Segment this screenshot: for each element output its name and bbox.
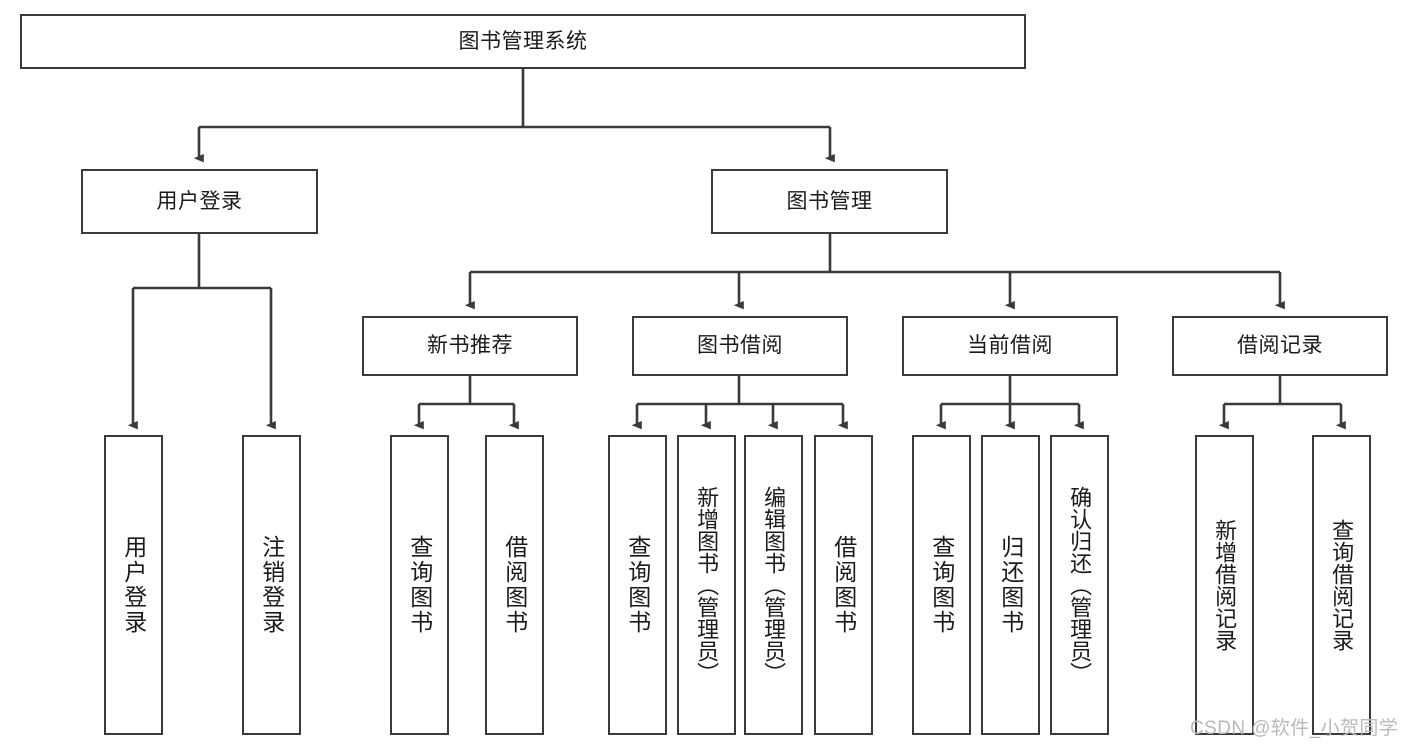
node-leaf-query-record[interactable]: 查询借阅记录 xyxy=(1312,435,1371,735)
node-book-manage[interactable]: 图书管理 xyxy=(711,169,948,234)
node-current-borrow-label: 当前借阅 xyxy=(967,334,1053,358)
watermark-csdn: CSDN @软件_小贺同学 xyxy=(1190,718,1399,739)
node-leaf-query-book-a-label: 查询图书 xyxy=(406,535,433,635)
node-book-manage-label: 图书管理 xyxy=(786,189,873,213)
node-leaf-borrow-book-b[interactable]: 借阅图书 xyxy=(814,435,873,735)
node-leaf-add-book[interactable]: 新增图书（管理员） xyxy=(677,435,736,735)
node-leaf-query-book-a[interactable]: 查询图书 xyxy=(390,435,449,735)
node-new-book-recommend[interactable]: 新书推荐 xyxy=(362,316,578,376)
node-current-borrow[interactable]: 当前借阅 xyxy=(902,316,1118,376)
node-leaf-edit-book-label: 编辑图书（管理员） xyxy=(761,486,787,684)
node-leaf-add-record[interactable]: 新增借阅记录 xyxy=(1195,435,1254,735)
node-leaf-borrow-book-a[interactable]: 借阅图书 xyxy=(485,435,544,735)
node-leaf-borrow-book-a-label: 借阅图书 xyxy=(501,535,528,635)
node-user-login[interactable]: 用户登录 xyxy=(81,169,318,234)
node-leaf-query-book-b-label: 查询图书 xyxy=(624,535,651,635)
node-leaf-add-book-label: 新增图书（管理员） xyxy=(694,486,720,684)
node-leaf-confirm-return[interactable]: 确认归还（管理员） xyxy=(1050,435,1109,735)
node-borrow-record[interactable]: 借阅记录 xyxy=(1172,316,1388,376)
node-leaf-confirm-return-label: 确认归还（管理员） xyxy=(1067,486,1093,684)
node-leaf-return-book-label: 归还图书 xyxy=(997,535,1024,635)
node-leaf-logout-label: 注销登录 xyxy=(258,535,285,635)
node-leaf-query-record-label: 查询借阅记录 xyxy=(1329,519,1355,651)
node-user-login-label: 用户登录 xyxy=(156,189,243,213)
node-root[interactable]: 图书管理系统 xyxy=(20,14,1026,69)
node-leaf-edit-book[interactable]: 编辑图书（管理员） xyxy=(744,435,803,735)
node-leaf-user-login-label: 用户登录 xyxy=(120,535,147,635)
node-leaf-add-record-label: 新增借阅记录 xyxy=(1212,519,1238,651)
node-new-book-recommend-label: 新书推荐 xyxy=(427,334,513,358)
node-book-borrow[interactable]: 图书借阅 xyxy=(632,316,848,376)
node-root-label: 图书管理系统 xyxy=(458,29,588,53)
node-leaf-user-login[interactable]: 用户登录 xyxy=(104,435,163,735)
node-leaf-query-book-c-label: 查询图书 xyxy=(928,535,955,635)
node-book-borrow-label: 图书借阅 xyxy=(697,334,783,358)
node-leaf-query-book-c[interactable]: 查询图书 xyxy=(912,435,971,735)
node-borrow-record-label: 借阅记录 xyxy=(1237,334,1323,358)
node-leaf-query-book-b[interactable]: 查询图书 xyxy=(608,435,667,735)
node-leaf-logout[interactable]: 注销登录 xyxy=(242,435,301,735)
node-leaf-borrow-book-b-label: 借阅图书 xyxy=(830,535,857,635)
node-leaf-return-book[interactable]: 归还图书 xyxy=(981,435,1040,735)
